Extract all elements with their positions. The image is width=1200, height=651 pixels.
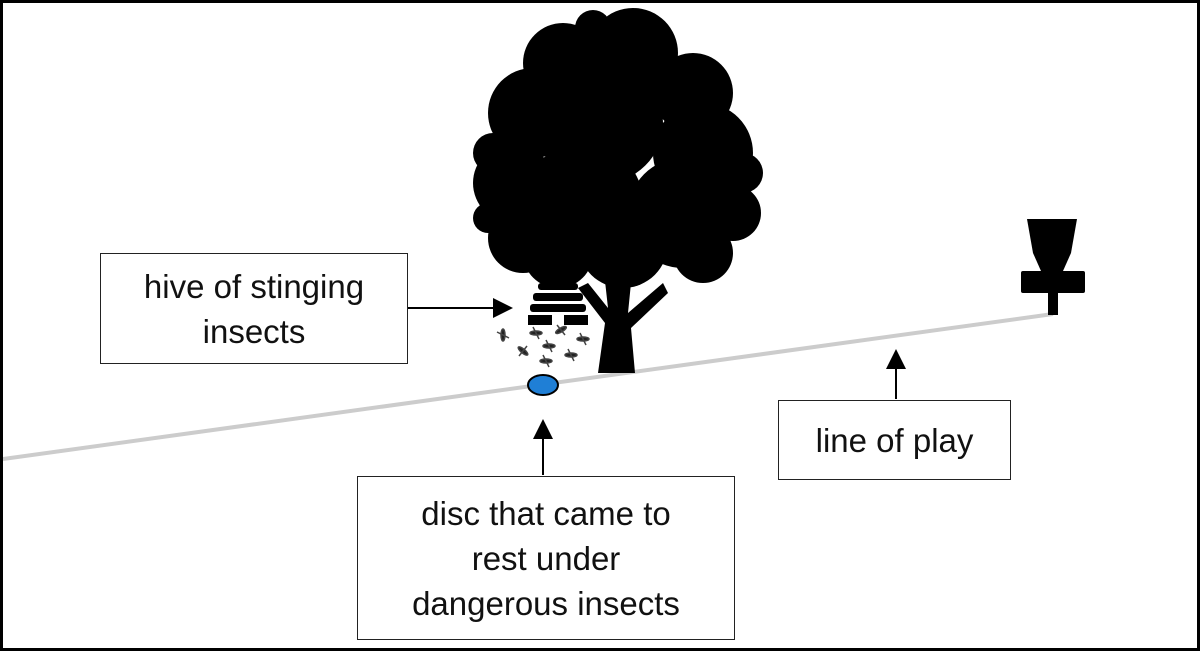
hive-label-line: hive of stinging xyxy=(143,267,365,305)
disc-label-line: rest under xyxy=(471,539,621,577)
line-of-play-label: line of play xyxy=(815,421,974,459)
disc-label-box: disc that came to rest under dangerous i… xyxy=(357,476,735,640)
diagram-graphics xyxy=(3,8,1085,475)
hive-label-line: insects xyxy=(202,312,306,350)
hive-label-box: hive of stinging insects xyxy=(100,253,408,364)
insects-icon xyxy=(496,324,590,368)
tree-icon xyxy=(473,8,763,373)
disc-label-line: disc that came to xyxy=(421,494,671,532)
basket-icon xyxy=(1021,219,1085,315)
hive-icon xyxy=(528,283,588,325)
disc-icon xyxy=(527,374,559,396)
disc-label-line: dangerous insects xyxy=(412,584,680,622)
line-of-play-label-box: line of play xyxy=(778,400,1011,480)
